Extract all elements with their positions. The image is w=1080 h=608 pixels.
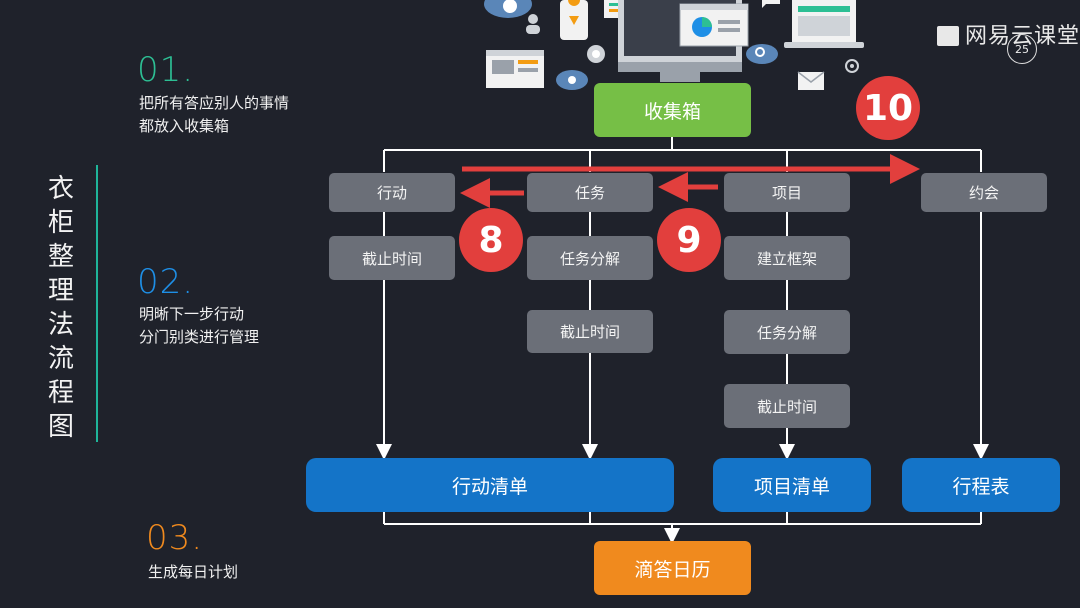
project-list-box: 项目清单 bbox=[713, 458, 871, 512]
category-task: 任务 bbox=[527, 173, 653, 212]
category-appointment: 约会 bbox=[921, 173, 1047, 212]
page-number: 25 bbox=[1007, 34, 1037, 64]
person-icon bbox=[526, 14, 540, 34]
title-divider bbox=[96, 165, 98, 442]
action-deadline-node: 截止时间 bbox=[329, 236, 455, 280]
step-2-number: 02. bbox=[137, 262, 195, 302]
mail-icon bbox=[797, 71, 825, 90]
step-3-number: 03. bbox=[146, 518, 204, 558]
step-2-line-2: 分门别类进行管理 bbox=[139, 328, 260, 346]
inbox-box: 收集箱 bbox=[594, 83, 751, 137]
step-1-number: 01. bbox=[137, 50, 195, 90]
laptop-icon bbox=[784, 0, 864, 48]
task-deadline-node: 截止时间 bbox=[527, 310, 653, 353]
project-deadline-node: 截止时间 bbox=[724, 384, 850, 428]
phone-icon bbox=[560, 0, 588, 40]
step-1-description: 把所有答应别人的事情 都放入收集箱 bbox=[139, 92, 289, 138]
step-3-line-1: 生成每日计划 bbox=[148, 563, 239, 581]
step-1-line-1: 把所有答应别人的事情 bbox=[139, 94, 290, 112]
message-bubble-icon bbox=[762, 0, 780, 8]
badge-10: 10 bbox=[856, 76, 920, 140]
project-breakdown-node: 任务分解 bbox=[724, 310, 850, 354]
category-action: 行动 bbox=[329, 173, 455, 212]
badge-8: 8 bbox=[459, 208, 523, 272]
calendar-box: 滴答日历 bbox=[594, 541, 751, 595]
project-framework-node: 建立框架 bbox=[724, 236, 850, 280]
action-list-box: 行动清单 bbox=[306, 458, 674, 512]
step-2-description: 明晰下一步行动 分门别类进行管理 bbox=[139, 303, 259, 349]
category-project: 项目 bbox=[724, 173, 850, 212]
step-1-line-2: 都放入收集箱 bbox=[139, 117, 230, 135]
at-sign-icon bbox=[845, 59, 859, 73]
step-3-description: 生成每日计划 bbox=[148, 561, 238, 584]
badge-9: 9 bbox=[657, 208, 721, 272]
search-cloud-icon bbox=[746, 44, 778, 64]
devices-illustration bbox=[484, 0, 864, 90]
chat-cloud-icon bbox=[484, 0, 532, 18]
step-2-line-1: 明晰下一步行动 bbox=[139, 305, 245, 323]
browser-window-icon bbox=[486, 50, 544, 88]
settings-cloud-icon bbox=[556, 70, 588, 90]
clock-icon bbox=[587, 45, 605, 63]
vertical-title: 衣柜整理法流程图 bbox=[47, 174, 74, 442]
pie-chart-window-icon bbox=[679, 3, 749, 47]
schedule-box: 行程表 bbox=[902, 458, 1060, 512]
logo-icon bbox=[936, 26, 959, 46]
task-breakdown-node: 任务分解 bbox=[527, 236, 653, 280]
